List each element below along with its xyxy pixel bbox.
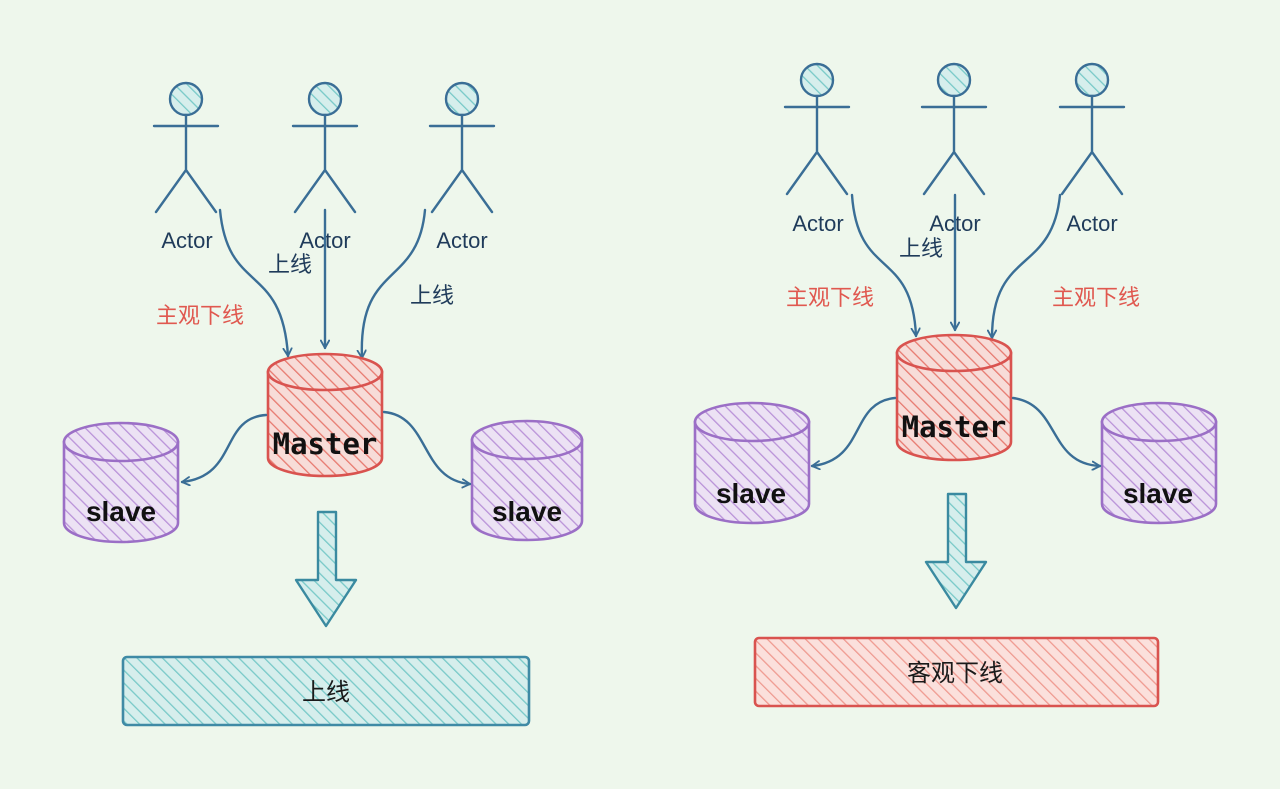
right-subjective-offline-label-1: 主观下线 <box>786 286 874 311</box>
left-subjective-offline-label: 主观下线 <box>156 304 244 329</box>
actor-head-icon <box>307 81 343 117</box>
left-actor-3-label: Actor <box>436 228 487 253</box>
right-subjective-offline-label-2: 主观下线 <box>1052 286 1140 311</box>
actor-head-icon <box>936 62 972 98</box>
right-actor-1-arrow <box>850 193 916 338</box>
left-master-to-slave-2-arrow <box>382 410 472 484</box>
right-online-label: 上线 <box>899 237 943 262</box>
left-panel: Actor Actor Actor 上线 上线 主观下线 Master slav… <box>62 81 584 727</box>
right-actor-2-figure <box>920 62 988 196</box>
right-result-bar: 客观下线 <box>753 636 1160 708</box>
left-master-node: Master <box>266 352 384 478</box>
actor-head-icon <box>799 62 835 98</box>
actor-head-icon <box>444 81 480 117</box>
left-slave-1-node: slave <box>62 421 180 544</box>
left-master-to-slave-1-arrow <box>180 413 268 482</box>
right-actor-1-label: Actor <box>792 211 843 236</box>
right-down-arrow-icon <box>924 492 988 610</box>
actor-body-icon <box>920 94 988 196</box>
right-actor-3-arrow <box>992 193 1062 340</box>
left-actor-1-arrow <box>218 208 288 358</box>
right-master-node: Master <box>895 333 1013 462</box>
left-result-bar: 上线 <box>121 655 531 727</box>
actor-head-icon <box>1074 62 1110 98</box>
left-slave-2-label: slave <box>492 496 562 527</box>
left-online-label-2: 上线 <box>410 284 454 309</box>
left-actor-3-arrow <box>362 208 427 360</box>
actor-body-icon <box>1058 94 1126 196</box>
actor-body-icon <box>152 113 220 214</box>
right-master-label: Master <box>902 410 1007 444</box>
left-actor-3-figure <box>428 81 496 214</box>
right-result-bar-label: 客观下线 <box>907 659 1003 687</box>
left-actor-1-label: Actor <box>161 228 212 253</box>
left-actor-2-figure <box>291 81 359 214</box>
right-slave-2-label: slave <box>1123 478 1193 509</box>
left-result-bar-label: 上线 <box>302 678 350 706</box>
actor-body-icon <box>783 94 851 196</box>
right-master-to-slave-1-arrow <box>810 396 897 466</box>
right-actor-1-figure <box>783 62 851 196</box>
left-online-label-1: 上线 <box>268 253 312 278</box>
left-master-label: Master <box>273 427 378 461</box>
actor-body-icon <box>428 113 496 214</box>
right-panel: Actor Actor Actor 上线 主观下线 主观下线 Master sl… <box>693 62 1218 708</box>
left-down-arrow-icon <box>294 510 358 628</box>
right-slave-2-node: slave <box>1100 401 1218 525</box>
right-slave-1-node: slave <box>693 401 811 525</box>
right-actor-3-label: Actor <box>1066 211 1117 236</box>
right-actor-3-figure <box>1058 62 1126 196</box>
left-actor-1-figure <box>152 81 220 214</box>
left-slave-1-label: slave <box>86 496 156 527</box>
actor-head-icon <box>168 81 204 117</box>
left-slave-2-node: slave <box>470 419 584 542</box>
right-slave-1-label: slave <box>716 478 786 509</box>
right-master-to-slave-2-arrow <box>1011 396 1102 466</box>
actor-body-icon <box>291 113 359 214</box>
